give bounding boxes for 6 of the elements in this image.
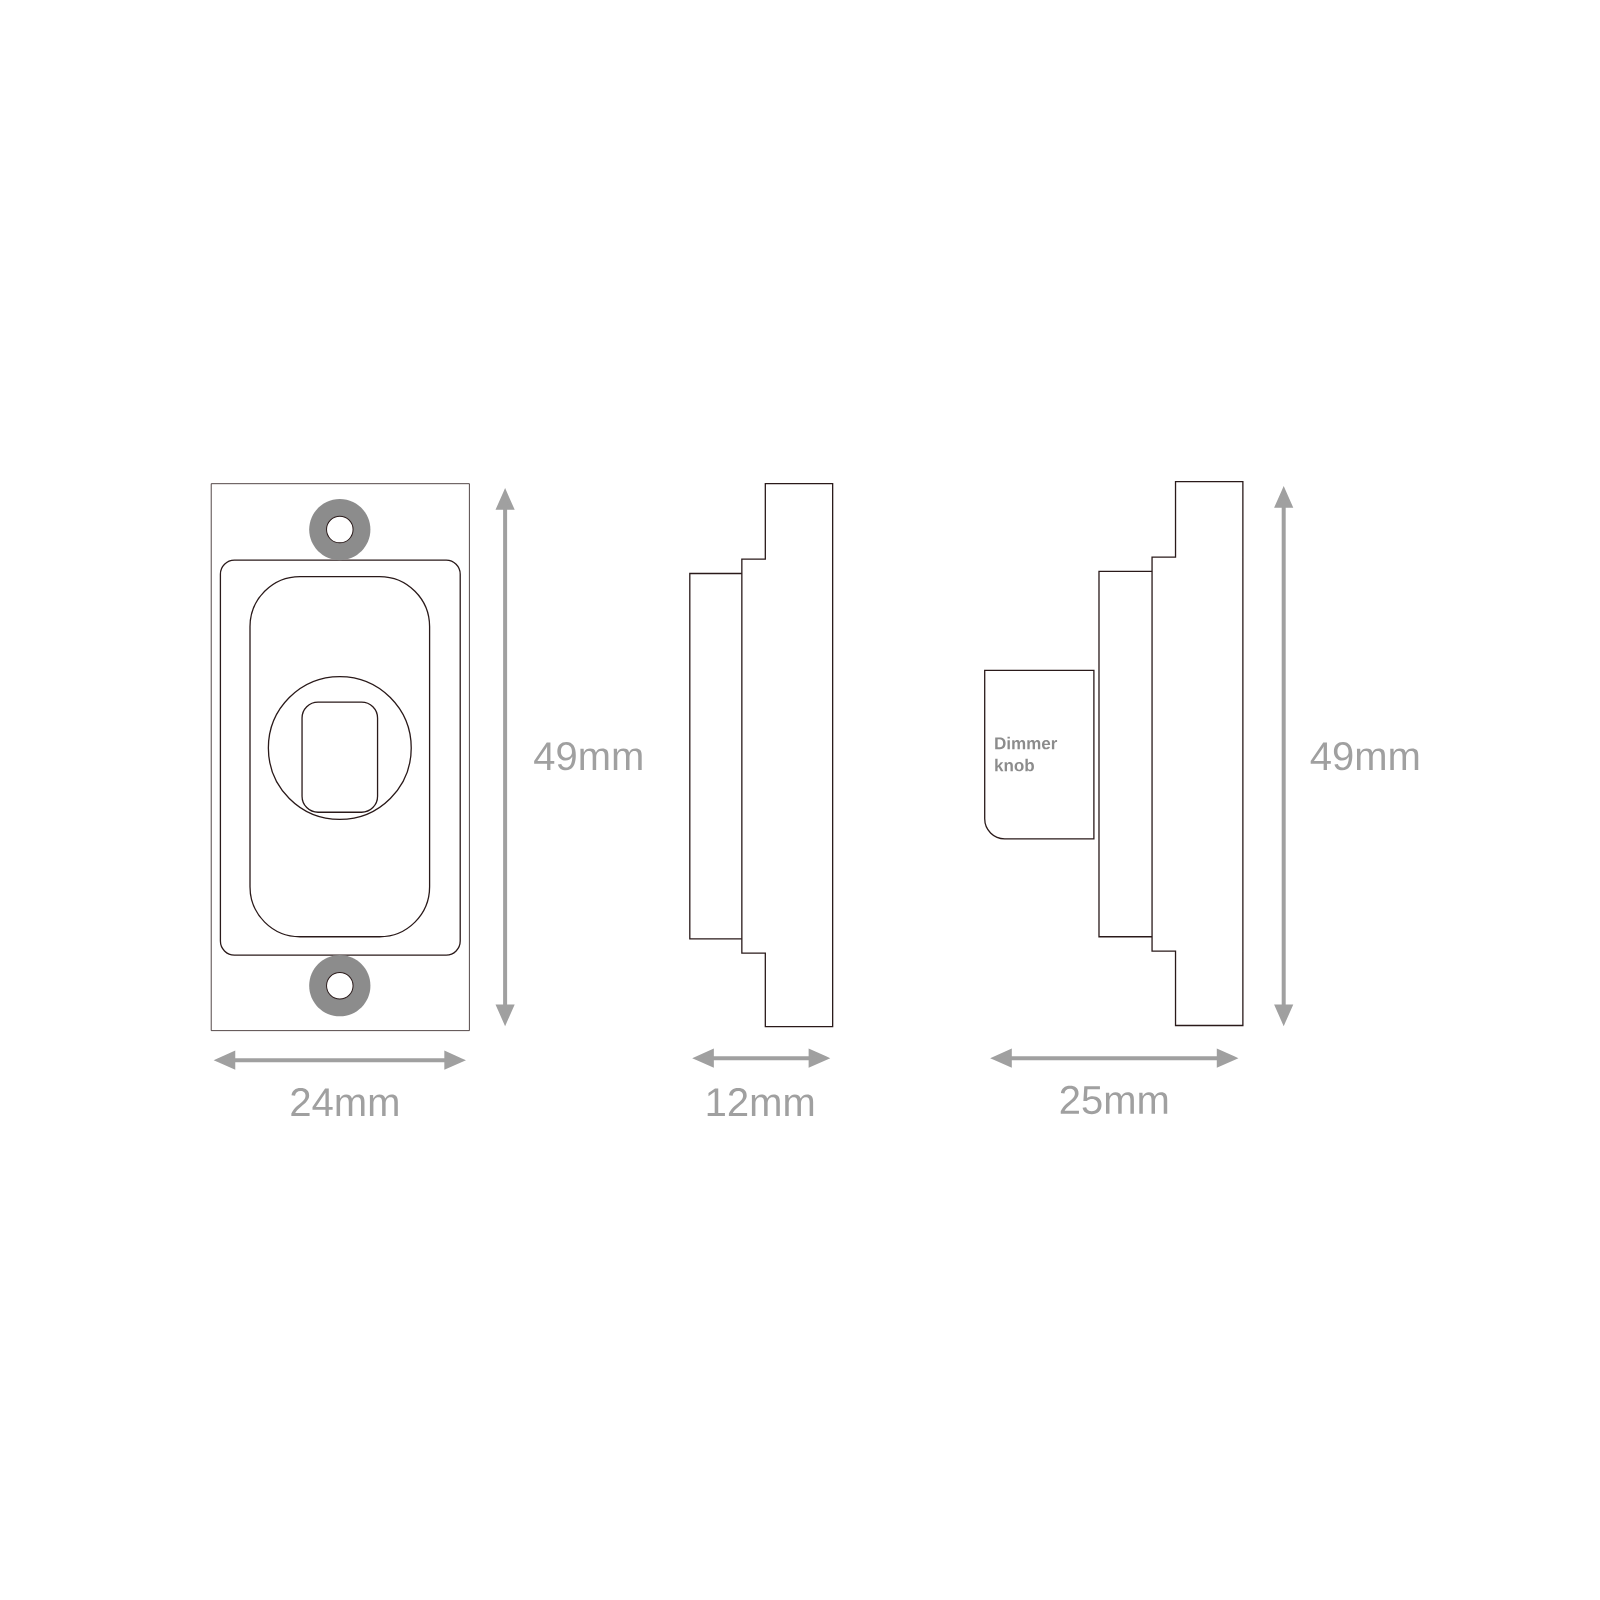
dimension-label: 24mm bbox=[291, 1088, 398, 1116]
dimension-label: 25mm bbox=[1060, 1085, 1168, 1115]
dimmer-knob: Dimmer knob bbox=[984, 669, 1095, 840]
dimension-label: 49mm bbox=[1310, 741, 1419, 771]
dimension-label: 12mm bbox=[707, 1088, 814, 1116]
dimension-label: 49mm bbox=[534, 741, 642, 771]
